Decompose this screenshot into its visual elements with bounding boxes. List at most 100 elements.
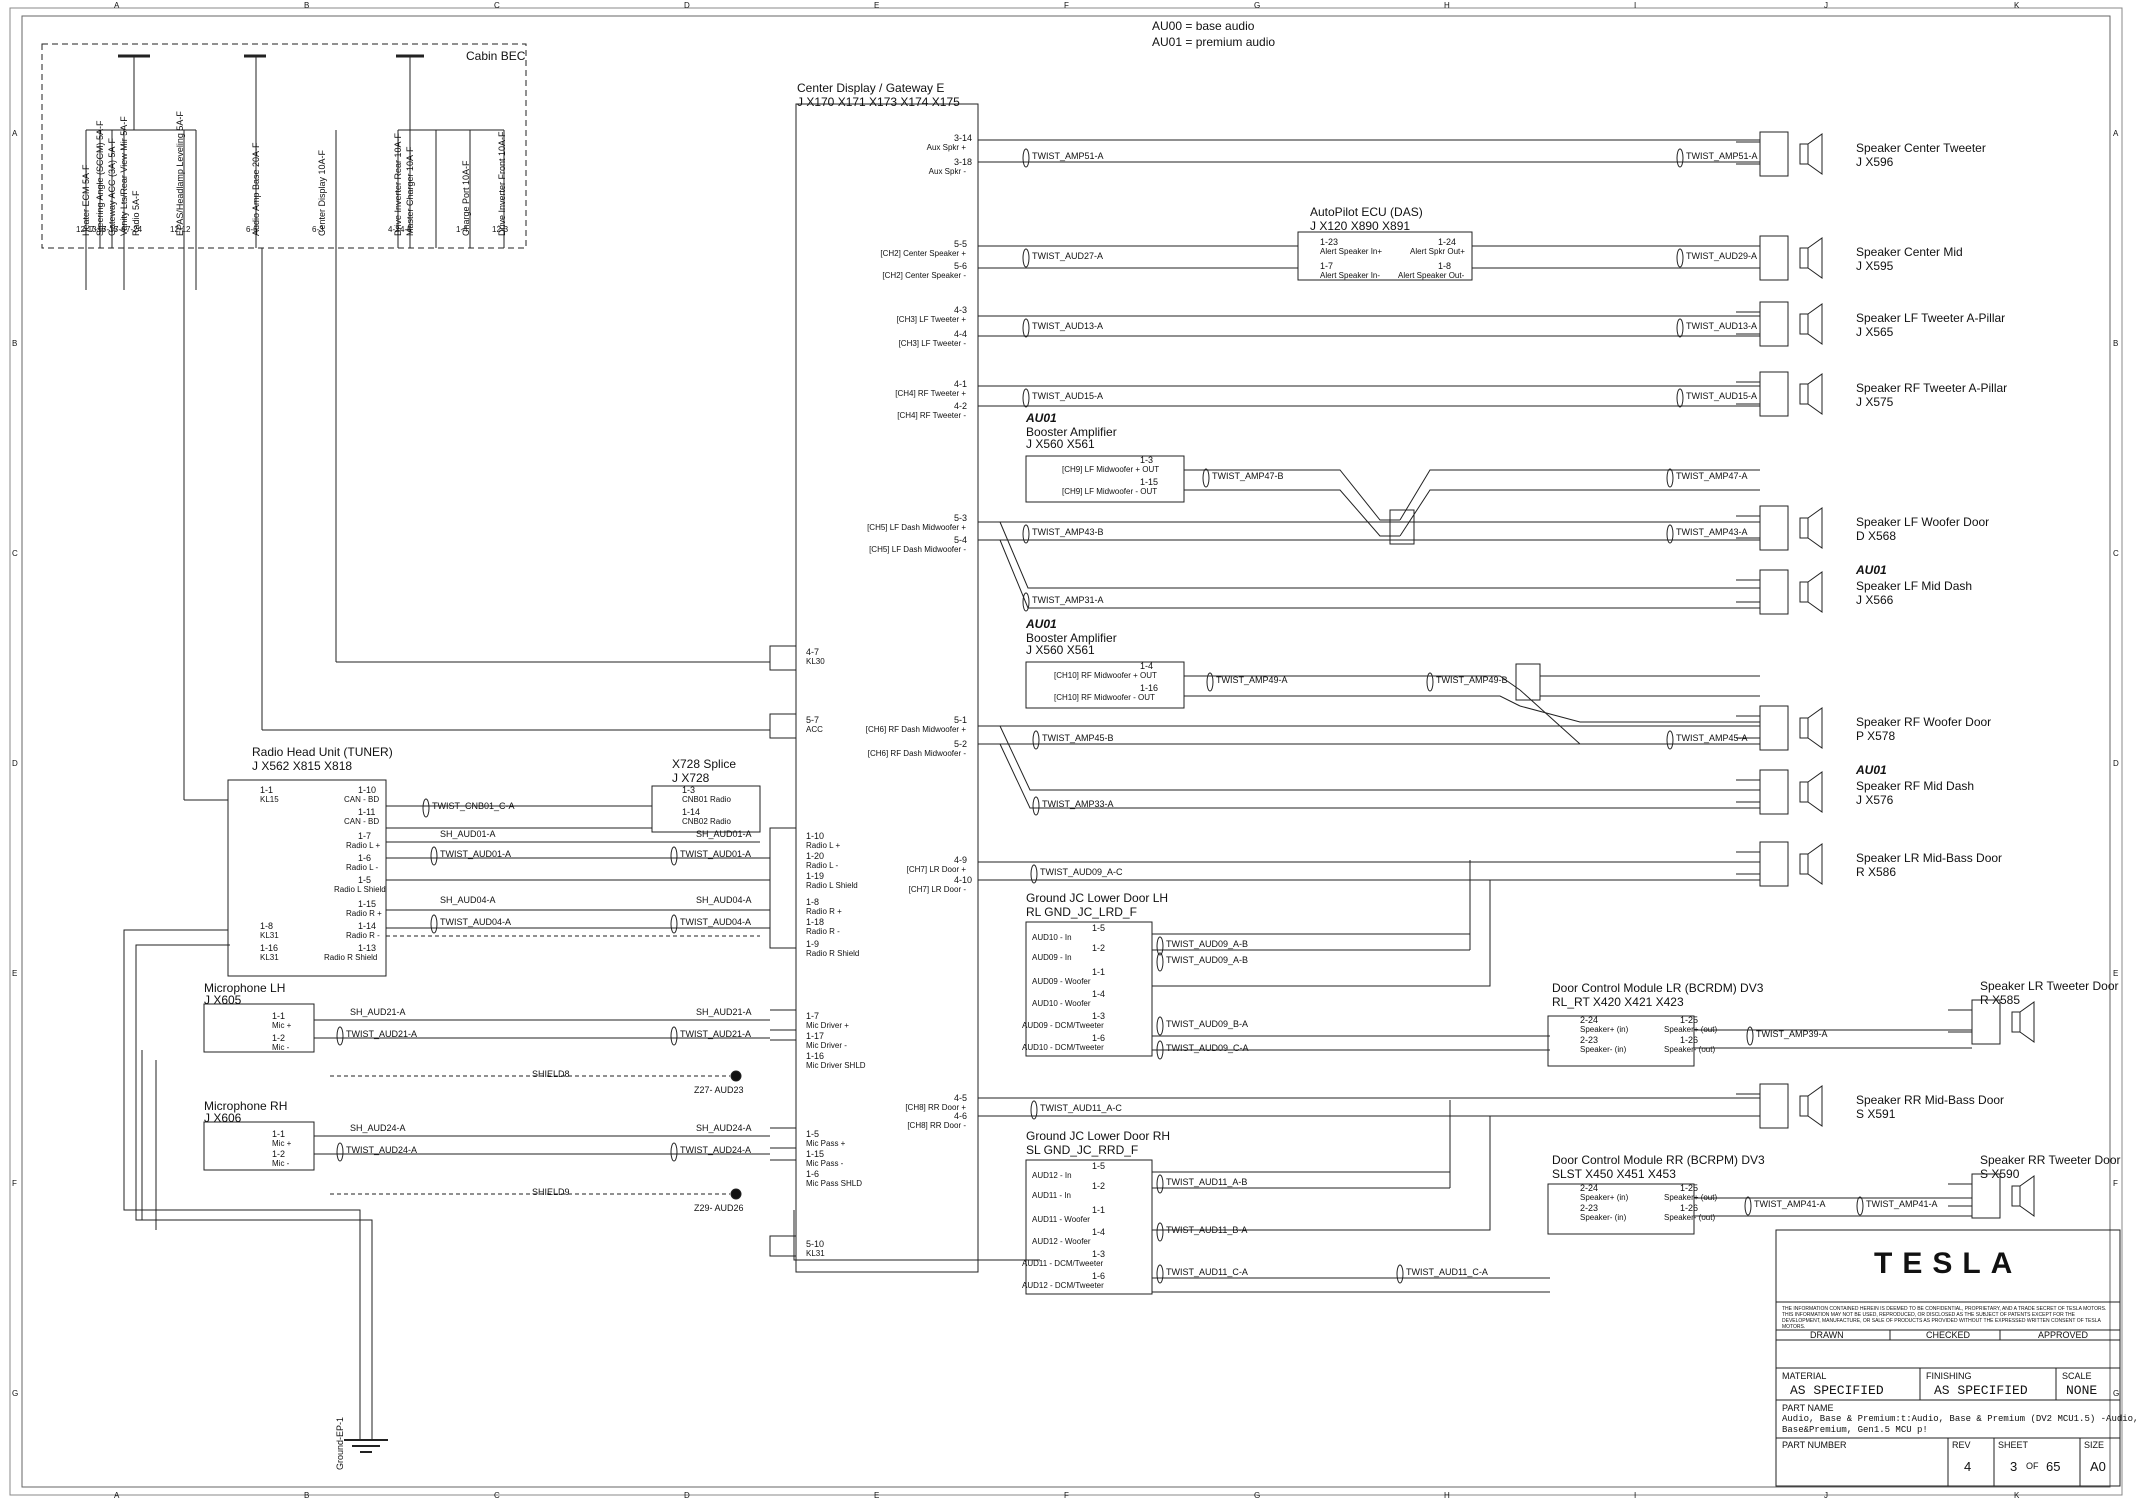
cd-pin-number: 4-5 (954, 1093, 968, 1103)
splice-pin-name: CNB01 Radio (682, 795, 731, 804)
twist-label: TWIST_AMP33-A (1042, 799, 1114, 809)
grid-col-top: D (684, 1, 690, 10)
grid-row-left: E (12, 969, 18, 978)
mic-lh-connectors: J X605 (204, 993, 242, 1007)
cd-pin-name: Aux Spkr + (926, 143, 966, 152)
radio-connectors: J X562 X815 X818 (252, 759, 353, 773)
gnd_lh-pin-name: AUD10 - Woofer (1032, 999, 1091, 1008)
grid-col-bottom: H (1444, 1491, 1450, 1500)
radio-pin-name: Radio R Shield (324, 953, 378, 962)
cd-pin-number: 1-18 (806, 917, 825, 927)
tb-material-label: MATERIAL (1782, 1371, 1827, 1381)
gnd_lh-pin-number: 1-2 (1092, 943, 1106, 953)
mic-lh-title: Microphone LH (204, 981, 286, 995)
twist-label: TWIST_AMP45-B (1042, 733, 1114, 743)
speaker-connector-box (1759, 705, 1789, 751)
gnd_rh-pin-number: 1-2 (1092, 1181, 1106, 1191)
speaker-connector-box (1971, 1173, 2001, 1219)
grid-col-top: J (1824, 1, 1828, 10)
speaker-connector-box (1759, 769, 1789, 815)
legend-base-audio: AU00 = base audio (1152, 19, 1255, 33)
cd-pin-number: 5-5 (954, 239, 968, 249)
shield-label: SH_AUD21-A (350, 1007, 406, 1017)
cd-pin-name: Aux Spkr - (928, 167, 966, 176)
cd-pin-number: 4-10 (954, 875, 973, 885)
speaker-connector: R X586 (1856, 865, 1897, 879)
grid-col-bottom: D (684, 1491, 690, 1500)
twist-label: TWIST_AMP51-A (1686, 151, 1758, 161)
twist-label: TWIST_AUD11_A-B (1166, 1177, 1248, 1187)
center-display-title: Center Display / Gateway E (797, 81, 945, 95)
grid-col-top: C (494, 1, 500, 10)
radio-title: Radio Head Unit (TUNER) (252, 745, 393, 759)
twist-label: TWIST_AUD09_A-B (1166, 955, 1249, 965)
radio-pin-number: 1-7 (358, 831, 372, 841)
grid-col-top: G (1254, 1, 1261, 10)
twist-label: TWIST_AUD09_A-B (1166, 939, 1249, 949)
twist-label: TWIST_AUD21-A (346, 1029, 418, 1039)
gnd_rh-pin-number: 1-3 (1092, 1249, 1106, 1259)
speaker-tag: AU01 (1856, 763, 1887, 777)
fuse-pin: 6-6 (246, 225, 258, 234)
cd-pin-name: Radio R Shield (806, 949, 860, 958)
grid-col-bottom: C (494, 1491, 500, 1500)
cd-pin-number: 4-1 (954, 379, 968, 389)
gnd_lh-pin-number: 1-6 (1092, 1033, 1106, 1043)
cd-pin-name: Mic Pass + (806, 1139, 846, 1148)
grid-row-left: B (12, 339, 18, 348)
dcm_lr-pin-name: Speaker- (out) (1664, 1045, 1716, 1054)
radio-pin-number: 1-14 (358, 921, 377, 931)
speaker-connector: P X578 (1856, 729, 1896, 743)
gnd_rh-pin-name: AUD11 - Woofer (1032, 1215, 1090, 1224)
dcm_lr-pin-number: 1-25 (1680, 1015, 1699, 1025)
twist-label: TWIST_AMP51-A (1032, 151, 1104, 161)
radio-pin-number: 1-13 (358, 943, 377, 953)
gnd_lh-pin-name: AUD09 - In (1032, 953, 1072, 962)
grid-row-left: G (12, 1389, 19, 1398)
twist-label: TWIST_AUD09_B-A (1166, 1019, 1249, 1029)
booster_1-pin-number: 1-15 (1140, 477, 1159, 487)
twist-label: TWIST_AUD13-A (1032, 321, 1104, 331)
cd-pin-number: 1-20 (806, 851, 825, 861)
dcm_lr-pin-name: Speaker+ (in) (1580, 1025, 1629, 1034)
tb-sheets: 65 (2046, 1459, 2061, 1474)
cd-pin-name: [CH8] RR Door + (905, 1103, 966, 1112)
cd-pin-name: [CH7] LR Door + (906, 865, 966, 874)
grid-col-bottom: F (1064, 1491, 1069, 1500)
dcm_lr-pin-name: Speaker- (in) (1580, 1045, 1627, 1054)
speaker-name: Speaker RF Woofer Door (1856, 715, 1992, 729)
speaker-name: Speaker LF Woofer Door (1856, 515, 1990, 529)
grid-col-top: A (114, 1, 120, 10)
gnd_rh-pin-name: AUD11 - In (1032, 1191, 1071, 1200)
speaker-connector-box (1759, 131, 1789, 177)
radio-pin-name: Radio R + (346, 909, 382, 918)
tb-material: AS SPECIFIED (1790, 1383, 1884, 1398)
twist-label: TWIST_CNB01_C-A (432, 801, 515, 811)
ground-label: Ground-EP-1 (335, 1416, 345, 1470)
speaker-icon (1799, 507, 1823, 549)
cd-pin-number: 1-6 (806, 1169, 820, 1179)
shield-label: SH_AUD24-A (350, 1123, 406, 1133)
radio-pin-number: 1-11 (358, 807, 376, 817)
cd-pin-name: [CH4] RF Tweeter + (895, 389, 966, 398)
speaker-icon (1799, 843, 1823, 885)
fuse-label: Drive Inverter Front 10A-F (497, 131, 507, 236)
radio-pin-name: KL31 (260, 953, 279, 962)
gnd_rh-pin-name: AUD11 - DCM/Tweeter (1022, 1259, 1104, 1268)
mic_lh-pin-name: Mic - (272, 1043, 290, 1052)
autopilot-pin-name: Alert Speaker In- (1320, 271, 1381, 280)
speaker-connector-box (1759, 569, 1789, 615)
fuse-pin: 6-3 (312, 225, 324, 234)
speaker-connector: J X565 (1856, 325, 1894, 339)
legend-premium-audio: AU01 = premium audio (1152, 35, 1276, 49)
gnd-lh-title: Ground JC Lower Door LH (1026, 891, 1169, 905)
cd-pin-name: Mic Driver - (806, 1041, 847, 1050)
grid-row-right: E (2113, 969, 2119, 978)
grid-col-top: B (304, 1, 310, 10)
cd-pin-number: 1-15 (806, 1149, 825, 1159)
booster-1-title: Booster Amplifier (1026, 425, 1117, 439)
grid-row-right: G (2113, 1389, 2120, 1398)
twist-label: TWIST_AUD27-A (1032, 251, 1104, 261)
gnd_rh-pin-number: 1-6 (1092, 1271, 1106, 1281)
tb-finishing-label: FINISHING (1926, 1371, 1972, 1381)
